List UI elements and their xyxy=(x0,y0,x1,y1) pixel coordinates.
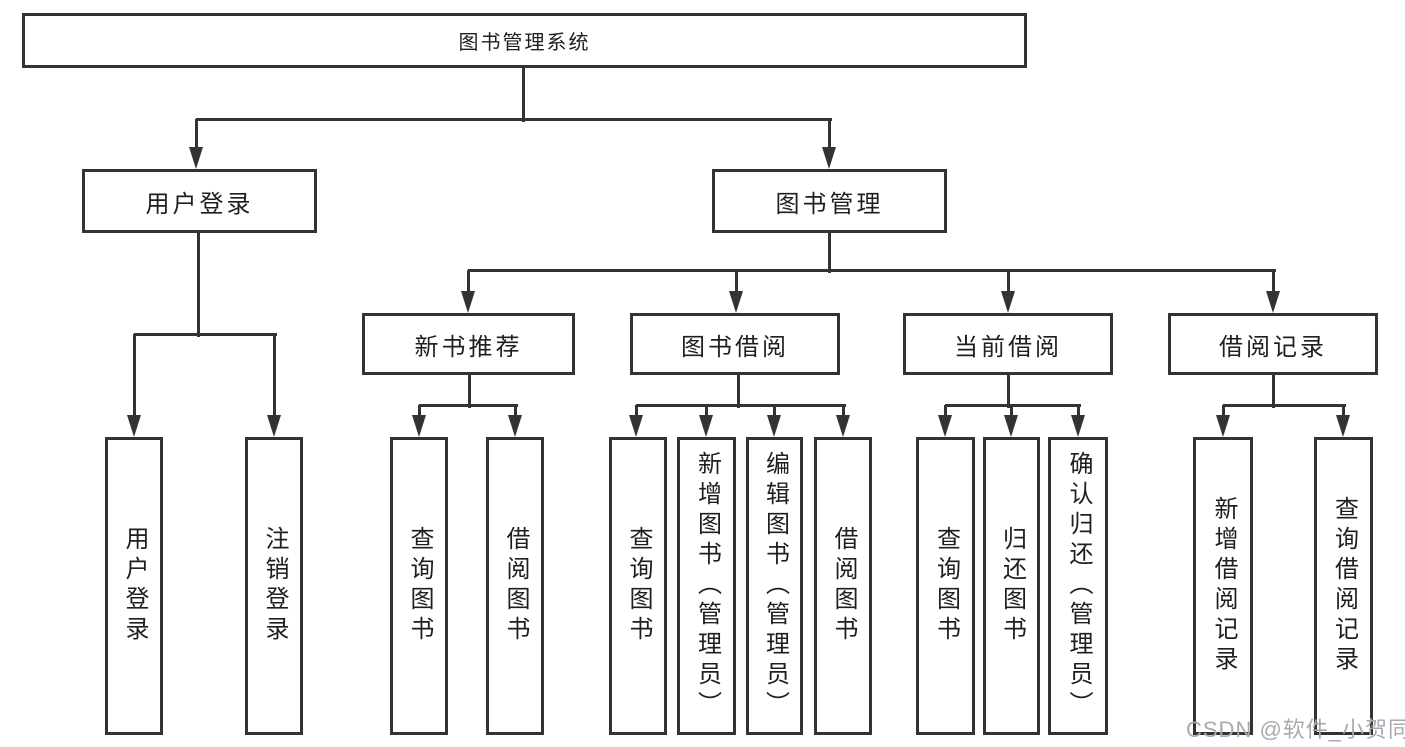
edge-drop-cb-return xyxy=(1009,405,1013,419)
edge-drop-borrow-records xyxy=(1271,270,1275,296)
edge-drop-leaf-user-login xyxy=(132,334,136,419)
edge-drop-bb-edit xyxy=(772,405,776,419)
node-leaf-logout: 注销登录 xyxy=(245,437,303,735)
arrow-leaf-cb-return xyxy=(1004,415,1018,437)
node-book-borrow: 图书借阅 xyxy=(630,313,840,375)
edge-root-branch xyxy=(196,117,832,121)
node-leaf-br-add-record: 新增借阅记录 xyxy=(1193,437,1253,735)
node-leaf-nb-borrow-books: 借阅图书 xyxy=(486,437,544,735)
edge-current-borrow-stem xyxy=(1006,373,1010,408)
node-leaf-bb-add-books: 新增图书（管理员） xyxy=(677,437,736,735)
edge-new-book-stem xyxy=(467,373,471,408)
edge-book-mgmt-stem xyxy=(827,231,831,273)
node-new-book-recommend: 新书推荐 xyxy=(362,313,575,375)
watermark: CSDN @软件_小贺同学 xyxy=(1186,717,1405,742)
arrow-new-book xyxy=(461,291,475,313)
node-book-management: 图书管理 xyxy=(712,169,947,233)
edge-drop-leaf-logout xyxy=(272,334,276,419)
arrow-user-login xyxy=(189,147,203,169)
node-leaf-user-login: 用户登录 xyxy=(105,437,163,735)
arrow-leaf-bb-edit xyxy=(767,415,781,437)
edge-book-borrow-stem xyxy=(736,373,740,408)
node-leaf-bb-borrow-books: 借阅图书 xyxy=(814,437,872,735)
arrow-book-borrow xyxy=(729,291,743,313)
arrow-leaf-br-query xyxy=(1336,415,1350,437)
arrow-leaf-user-login xyxy=(127,415,141,437)
arrow-book-mgmt xyxy=(822,147,836,169)
edge-borrow-records-branch xyxy=(1223,403,1346,407)
edge-drop-user-login xyxy=(194,119,198,152)
edge-drop-br-add xyxy=(1221,405,1225,419)
arrow-leaf-cb-query xyxy=(938,415,952,437)
edge-drop-book-mgmt xyxy=(827,119,831,152)
arrow-leaf-bb-query xyxy=(629,415,643,437)
edge-drop-nb-query xyxy=(417,405,421,419)
edge-root-stem xyxy=(521,66,525,122)
edge-borrow-records-stem xyxy=(1271,373,1275,408)
node-leaf-bb-edit-books: 编辑图书（管理员） xyxy=(746,437,803,735)
edge-book-mgmt-branch xyxy=(468,268,1276,272)
edge-drop-current-borrow xyxy=(1006,270,1010,296)
edge-drop-nb-borrow xyxy=(513,405,517,419)
edge-drop-cb-confirm xyxy=(1076,405,1080,419)
edge-current-borrow-branch xyxy=(945,403,1081,407)
arrow-current-borrow xyxy=(1001,291,1015,313)
node-leaf-cb-query-books: 查询图书 xyxy=(916,437,975,735)
arrow-leaf-br-add xyxy=(1216,415,1230,437)
arrow-leaf-nb-query xyxy=(412,415,426,437)
arrow-leaf-nb-borrow xyxy=(508,415,522,437)
edge-user-login-branch xyxy=(134,332,277,336)
arrow-leaf-bb-borrow xyxy=(836,415,850,437)
node-current-borrow: 当前借阅 xyxy=(903,313,1113,375)
edge-drop-bb-query xyxy=(634,405,638,419)
edge-drop-new-book xyxy=(466,270,470,296)
arrow-leaf-bb-add xyxy=(699,415,713,437)
edge-drop-book-borrow xyxy=(734,270,738,296)
edge-user-login-stem xyxy=(196,231,200,337)
node-leaf-br-query-record: 查询借阅记录 xyxy=(1314,437,1373,735)
node-leaf-cb-return-books: 归还图书 xyxy=(983,437,1040,735)
node-leaf-bb-query-books: 查询图书 xyxy=(609,437,667,735)
node-library-system: 图书管理系统 xyxy=(22,13,1027,68)
arrow-leaf-cb-confirm xyxy=(1071,415,1085,437)
node-user-login: 用户登录 xyxy=(82,169,317,233)
arrow-leaf-logout xyxy=(267,415,281,437)
edge-drop-br-query xyxy=(1341,405,1345,419)
edge-book-borrow-branch xyxy=(636,403,846,407)
node-borrow-records: 借阅记录 xyxy=(1168,313,1378,375)
edge-drop-bb-add xyxy=(704,405,708,419)
edge-drop-cb-query xyxy=(943,405,947,419)
edge-new-book-branch xyxy=(419,403,518,407)
node-leaf-nb-query-books: 查询图书 xyxy=(390,437,448,735)
node-leaf-cb-confirm-return: 确认归还（管理员） xyxy=(1048,437,1108,735)
edge-drop-bb-borrow xyxy=(841,405,845,419)
arrow-borrow-records xyxy=(1266,291,1280,313)
